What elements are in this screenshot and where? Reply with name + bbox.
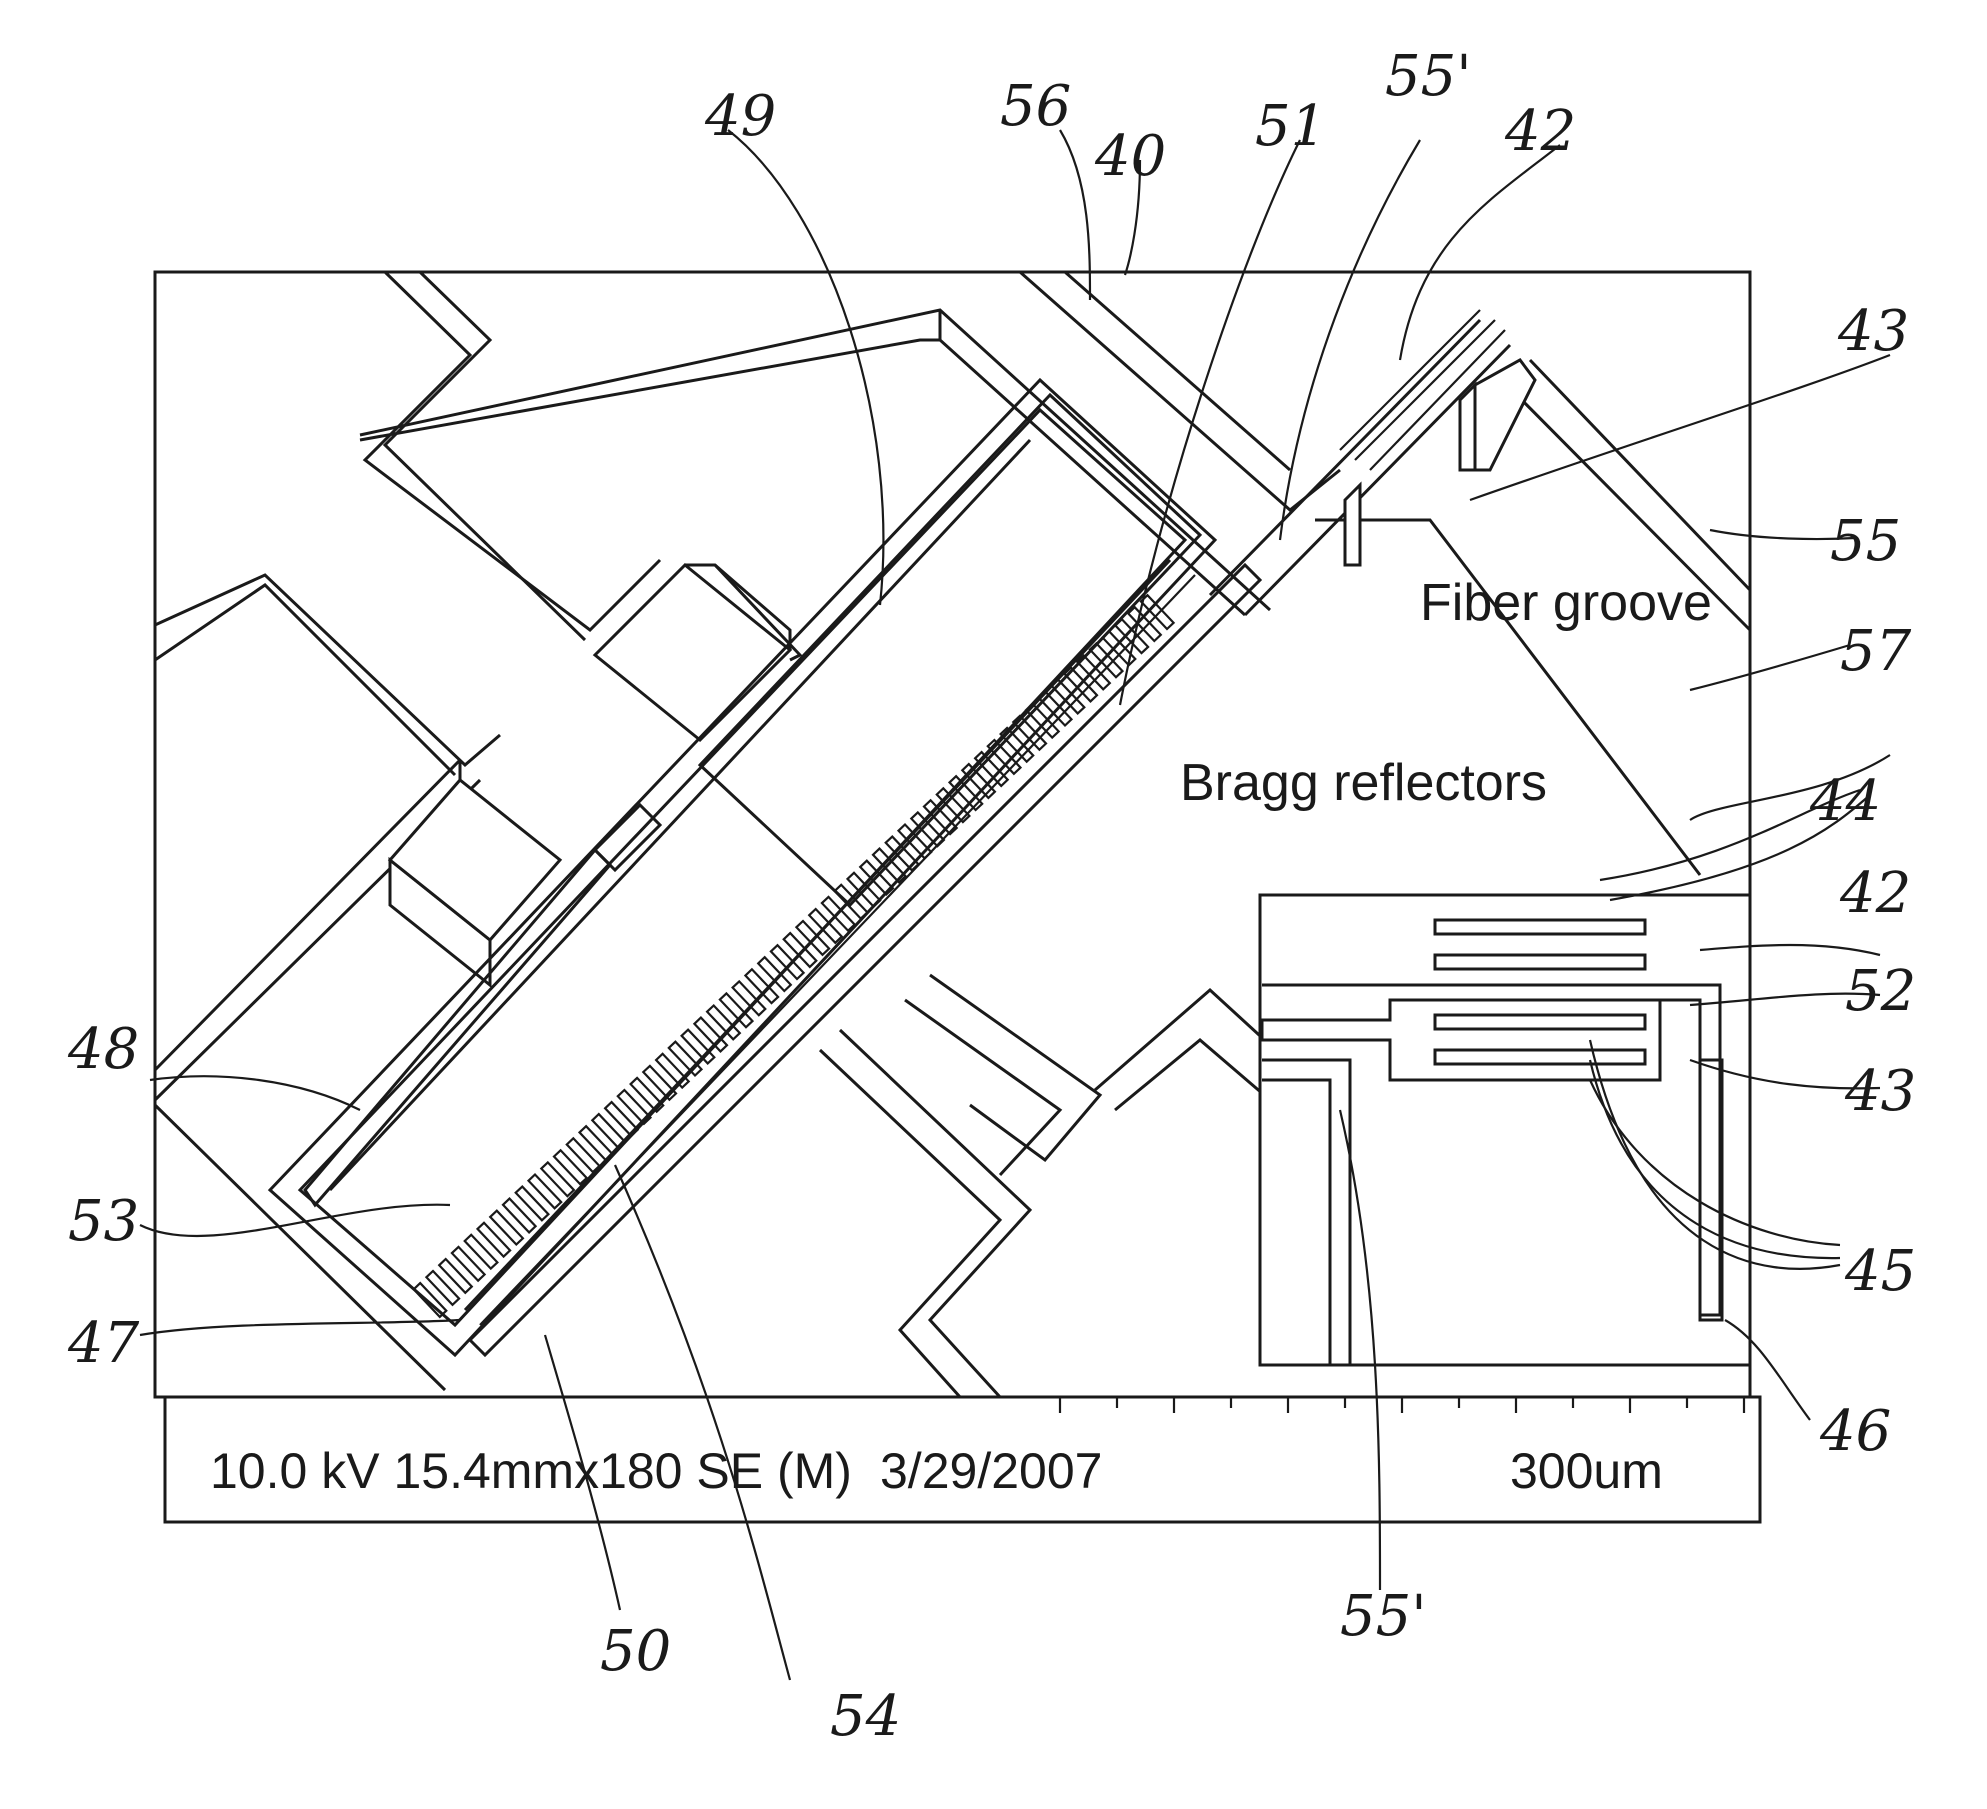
ref-54: 54	[830, 1684, 901, 1749]
ref-53: 53	[68, 1189, 139, 1254]
comb-finger	[592, 1114, 625, 1148]
ref-42-inset: 42	[1839, 861, 1911, 926]
ref-49: 49	[704, 84, 776, 149]
comb-finger	[1128, 607, 1161, 641]
ref-47: 47	[67, 1311, 140, 1376]
ref-40: 40	[1094, 124, 1166, 189]
bragg-reflectors-label: Bragg reflectors	[1180, 754, 1547, 812]
comb-finger	[452, 1247, 485, 1281]
comb-finger	[745, 969, 778, 1003]
sem-info-bar: 10.0 kV 15.4mmx180 SE (M) 3/29/2007 300u…	[165, 1397, 1760, 1522]
ref-55p-top: 55'	[1385, 44, 1472, 109]
comb-finger	[490, 1211, 523, 1245]
ref-52: 52	[1845, 959, 1916, 1024]
comb-finger	[771, 945, 804, 979]
ref-43-inset: 43	[1844, 1059, 1916, 1124]
comb-finger	[682, 1030, 715, 1064]
ref-50: 50	[600, 1619, 671, 1684]
comb-finger	[426, 1271, 459, 1305]
ref-46: 46	[1819, 1399, 1891, 1464]
comb-finger	[758, 957, 791, 991]
ref-56: 56	[1000, 74, 1071, 139]
comb-finger	[516, 1187, 549, 1221]
sem-date-text: 3/29/2007	[880, 1443, 1102, 1499]
ref-55: 55	[1830, 509, 1901, 574]
comb-finger	[541, 1162, 574, 1196]
comb-finger	[580, 1126, 613, 1160]
comb-finger	[669, 1042, 702, 1076]
ref-43-top: 43	[1837, 299, 1909, 364]
pad-upper	[595, 565, 800, 740]
ref-45: 45	[1844, 1239, 1916, 1304]
fiber-groove-label: Fiber groove	[1420, 574, 1712, 632]
ref-51: 51	[1255, 94, 1326, 159]
comb-finger	[567, 1138, 600, 1172]
comb-finger	[656, 1054, 689, 1088]
comb-finger	[478, 1223, 511, 1257]
comb-finger	[465, 1235, 498, 1269]
comb-finger	[439, 1259, 472, 1293]
sem-scale-text: 300um	[1510, 1443, 1663, 1499]
ref-57: 57	[1840, 619, 1912, 684]
comb-finger	[1090, 643, 1123, 677]
sem-settings-text: 10.0 kV 15.4mmx180 SE (M)	[210, 1443, 852, 1499]
comb-finger	[1103, 631, 1136, 665]
ref-55p-bottom: 55'	[1340, 1584, 1427, 1649]
ref-44: 44	[1809, 769, 1881, 834]
comb-finger	[503, 1199, 536, 1233]
comb-finger	[784, 933, 817, 967]
ref-42-top: 42	[1504, 99, 1576, 164]
fiber-groove-area	[1210, 310, 1535, 615]
comb-drive-fingers	[414, 595, 1174, 1317]
ref-48: 48	[67, 1017, 139, 1082]
comb-finger	[529, 1175, 562, 1209]
comb-finger	[554, 1150, 587, 1184]
inset-detail	[1260, 895, 1750, 1365]
